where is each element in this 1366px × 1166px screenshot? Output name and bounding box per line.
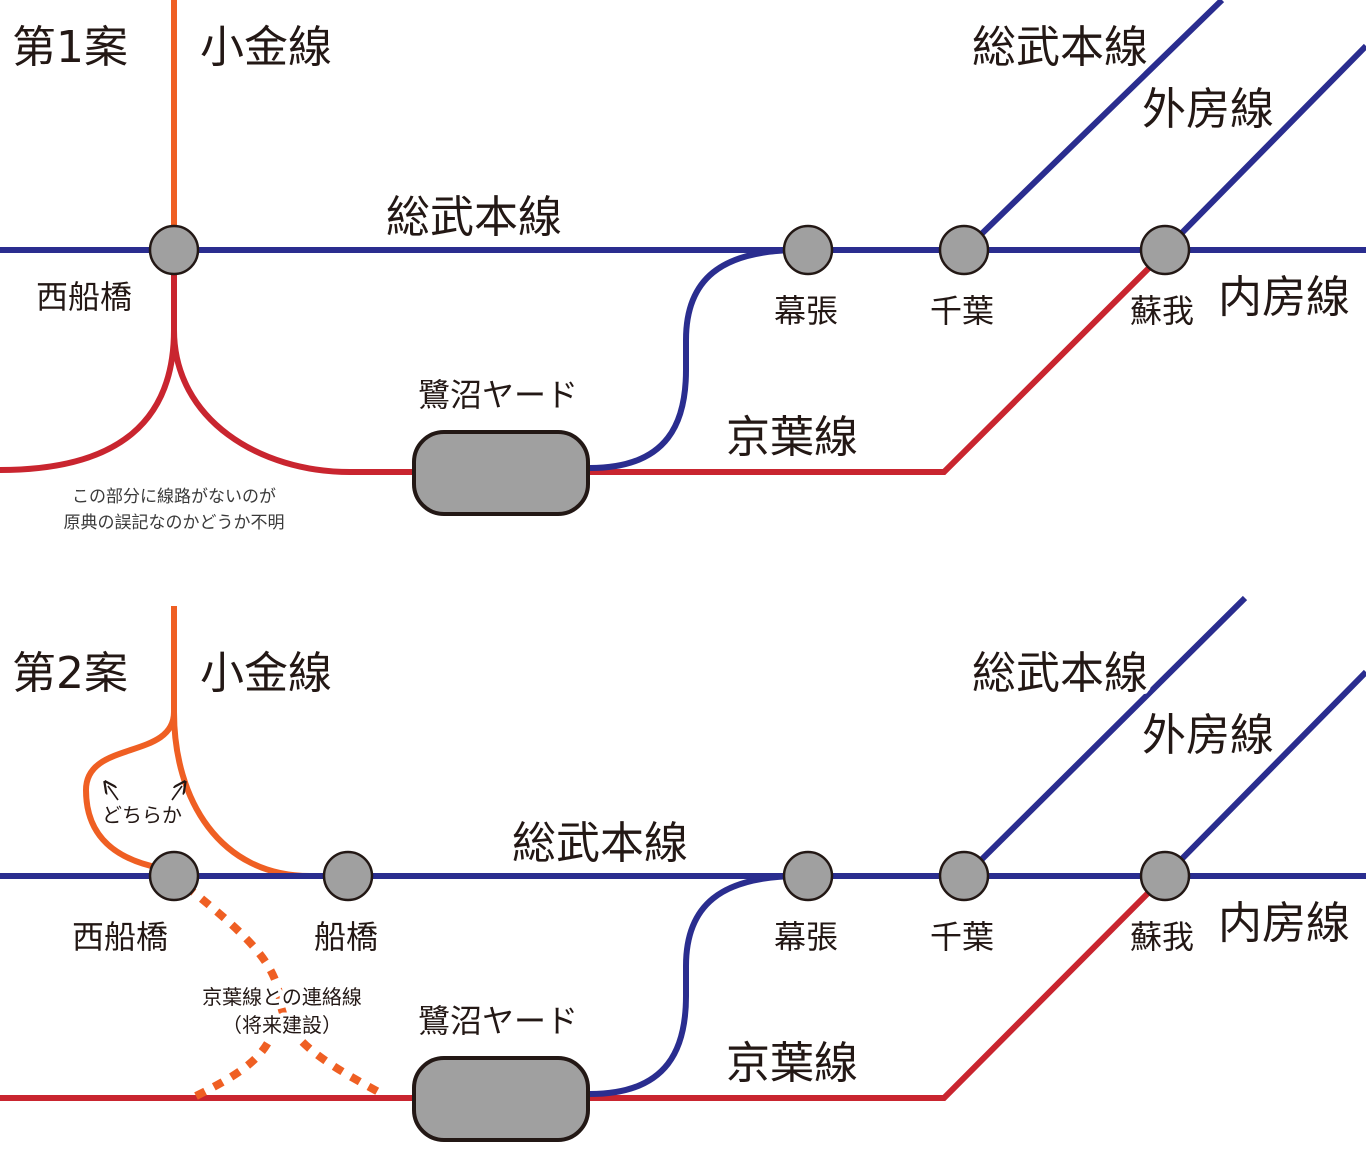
- plan-1-title: 第1案: [12, 22, 128, 73]
- keiyo-line-east-curve: [171, 329, 420, 475]
- either-label: どちらか: [102, 803, 182, 827]
- keiyo-line-main-track: [585, 873, 1168, 1101]
- sobu-main-branch-track: [962, 0, 1225, 253]
- sobu-line-yard-curve: [589, 873, 801, 1097]
- station-makuhari-label: 幕張: [774, 918, 838, 956]
- yard-block: [412, 1056, 590, 1142]
- plan-2-title: 第2案: [12, 648, 128, 699]
- future-connection-east: [183, 882, 388, 1100]
- sobu-main-line-label: 総武本線: [512, 818, 688, 869]
- sotobo-line-label: 外房線: [1142, 710, 1274, 761]
- sotobo-line-track: [1162, 669, 1366, 879]
- note-line-1: この部分に線路がないのが: [72, 487, 276, 507]
- station-chiba-marker: [938, 224, 990, 276]
- yard-label: 鷺沼ヤード: [418, 1002, 578, 1040]
- keiyo-line-main-track: [585, 249, 1168, 475]
- either-arrow-left-icon: [108, 786, 119, 801]
- station-funabashi-label: 船橋: [314, 918, 378, 956]
- station-chiba-marker: [938, 850, 990, 902]
- station-chiba-label: 千葉: [930, 292, 994, 330]
- station-makuhari-marker: [782, 850, 834, 902]
- connection-label-line-2: （将来建設）: [222, 1013, 342, 1037]
- station-nishi-funabashi-label: 西船橋: [72, 918, 168, 956]
- station-nishi-funabashi-label: 西船橋: [36, 278, 132, 316]
- station-soga-label: 蘇我: [1130, 292, 1194, 330]
- station-makuhari-marker: [782, 224, 834, 276]
- station-soga-label: 蘇我: [1130, 918, 1194, 956]
- station-makuhari-label: 幕張: [774, 292, 838, 330]
- sobu-main-branch-track: [962, 595, 1248, 879]
- station-funabashi-marker: [322, 850, 374, 902]
- connection-label-line-1: 京葉線との連絡線: [202, 985, 362, 1009]
- kogane-line-label: 小金線: [200, 648, 332, 699]
- station-nishi-funabashi-marker: [148, 850, 200, 902]
- station-soga-marker: [1139, 850, 1191, 902]
- sobu-main-branch-label: 総武本線: [972, 648, 1148, 699]
- station-nishi-funabashi-marker: [148, 224, 200, 276]
- plan-2: 第2案 小金線 総武本線 総武本線 外房線 内房線 京葉線 鷺沼ヤード 西船橋 …: [0, 595, 1366, 1142]
- sotobo-line-track: [1162, 43, 1366, 253]
- station-chiba-label: 千葉: [930, 918, 994, 956]
- sobu-line-yard-curve: [589, 247, 801, 471]
- yard-block: [412, 430, 590, 516]
- station-soga-marker: [1139, 224, 1191, 276]
- sobu-main-line-label: 総武本線: [386, 192, 562, 243]
- sobu-main-branch-label: 総武本線: [972, 22, 1148, 73]
- uchibo-line-label: 内房線: [1218, 272, 1350, 323]
- uchibo-line-label: 内房線: [1218, 898, 1350, 949]
- keiyo-line-label: 京葉線: [726, 1038, 858, 1089]
- either-arrow-right-icon: [171, 786, 182, 801]
- keiyo-line-label: 京葉線: [726, 412, 858, 463]
- kogane-line-to-nishi-funabashi: [82, 711, 177, 871]
- future-connection-west: [194, 1019, 280, 1100]
- yard-label: 鷺沼ヤード: [418, 376, 578, 414]
- sotobo-line-label: 外房線: [1142, 84, 1274, 135]
- plan-1: 第1案 小金線 総武本線 総武本線 外房線 内房線 京葉線 鷺沼ヤード 西船橋 …: [0, 0, 1366, 533]
- kogane-line-to-funabashi: [171, 711, 330, 879]
- kogane-line-label: 小金線: [200, 22, 332, 73]
- note-line-2: 原典の誤記なのかどうか不明: [64, 513, 285, 533]
